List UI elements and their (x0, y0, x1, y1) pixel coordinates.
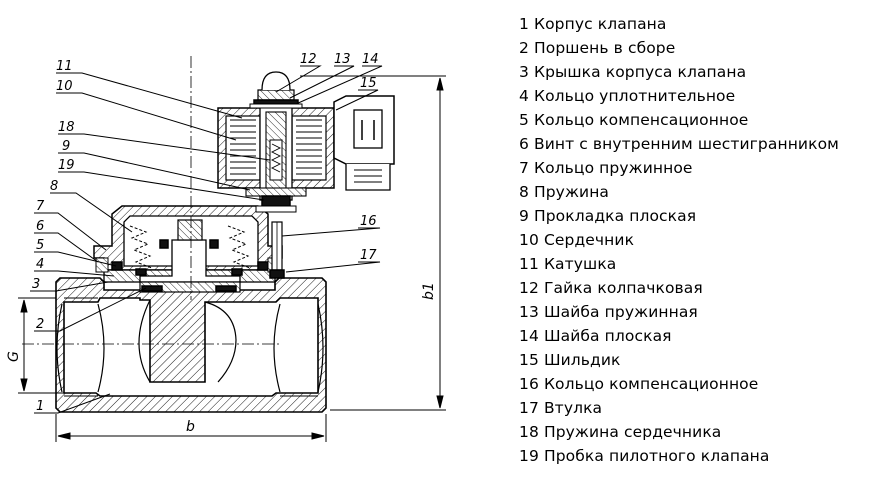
legend-item-6: 6 Винт с внутренним шестигранником (519, 135, 839, 153)
callout-12: 12 (300, 52, 317, 67)
dimension-b1-label: b1 (421, 282, 437, 300)
legend-item-5: 5 Кольцо компенсационное (519, 111, 749, 129)
callout-10: 10 (56, 79, 73, 94)
callout-19: 19 (58, 158, 75, 173)
parts-legend: 1 Корпус клапана 2 Поршень в сборе 3 Кры… (519, 12, 839, 468)
legend-item-1: 1 Корпус клапана (519, 15, 667, 33)
legend-item-4: 4 Кольцо уплотнительное (519, 87, 736, 105)
legend-item-18: 18 Пружина сердечника (519, 423, 722, 441)
callout-3: 3 (32, 277, 40, 292)
legend-item-7: 7 Кольцо пружинное (519, 159, 693, 177)
callout-7: 7 (36, 199, 45, 214)
legend-item-2: 2 Поршень в сборе (519, 39, 676, 57)
legend-item-10: 10 Сердечник (519, 231, 635, 249)
callout-8: 8 (50, 179, 58, 194)
valve-cover (93, 205, 285, 293)
legend-item-16: 16 Кольцо компенсационное (519, 375, 759, 393)
legend-item-12: 12 Гайка колпачковая (519, 279, 703, 297)
legend-item-19: 19 Пробка пилотного клапана (519, 447, 770, 465)
legend-item-17: 17 Втулка (519, 399, 603, 417)
legend-item-9: 9 Прокладка плоская (519, 207, 697, 225)
callout-2: 2 (36, 317, 44, 332)
callout-16: 16 (360, 214, 377, 229)
callout-11: 11 (56, 59, 73, 74)
dimension-lines (18, 75, 446, 442)
legend-item-8: 8 Пружина (519, 183, 610, 201)
valve-section-drawing: 11 10 18 9 19 8 7 6 5 4 3 2 1 12 13 14 1… (6, 52, 446, 442)
legend-item-14: 14 Шайба плоская (519, 327, 672, 345)
callout-17: 17 (360, 248, 377, 263)
dimension-b-label: b (186, 419, 195, 435)
dimension-g-label: G (6, 351, 22, 362)
leader-lines (30, 65, 383, 414)
callout-18: 18 (58, 120, 75, 135)
callout-5: 5 (36, 238, 44, 253)
callout-14: 14 (362, 52, 379, 67)
legend-item-3: 3 Крышка корпуса клапана (519, 63, 747, 81)
legend-item-13: 13 Шайба пружинная (519, 303, 698, 321)
callout-6: 6 (36, 219, 44, 234)
callout-13: 13 (334, 52, 351, 67)
legend-item-15: 15 Шильдик (519, 351, 621, 369)
callout-9: 9 (62, 139, 70, 154)
legend-item-11: 11 Катушка (519, 255, 617, 273)
callout-1: 1 (36, 399, 44, 414)
center-lines (22, 56, 280, 345)
solenoid-head (217, 71, 395, 213)
callout-4: 4 (36, 257, 44, 272)
callout-15: 15 (360, 76, 377, 91)
callout-labels: 11 10 18 9 19 8 7 6 5 4 3 2 1 12 13 14 1… (32, 52, 379, 414)
valve-body (55, 277, 327, 413)
